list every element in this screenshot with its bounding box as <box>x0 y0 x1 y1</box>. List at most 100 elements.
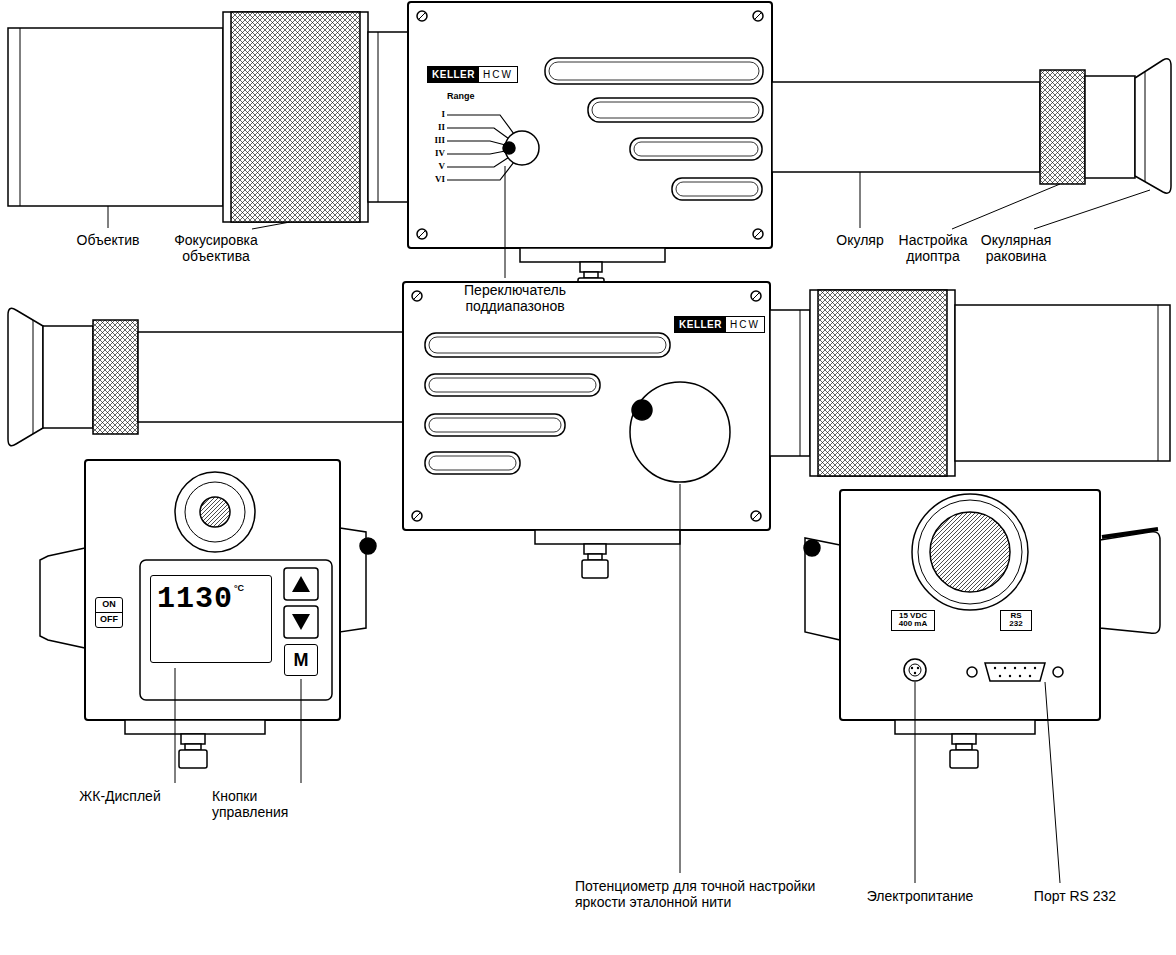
serial-connector <box>1019 675 1021 677</box>
part-label: Объектив <box>77 232 140 248</box>
tripod-mount <box>584 544 606 554</box>
leader-line <box>860 172 861 228</box>
vent-slot <box>425 452 520 474</box>
model-name: HCW <box>726 317 764 332</box>
unit-symbol: °C <box>234 584 244 593</box>
leader-line <box>952 184 1060 229</box>
serial-connector <box>1024 667 1026 669</box>
arrow-button <box>292 576 310 592</box>
range-numeral: III <box>434 136 445 145</box>
objective-end <box>930 512 1010 592</box>
arrow-button <box>292 614 310 630</box>
side-protrusion <box>804 540 820 556</box>
vent-slot <box>588 98 763 122</box>
serial-connector <box>1053 667 1063 677</box>
housing <box>403 282 770 530</box>
vent-slot <box>592 102 759 118</box>
side-protrusion <box>1102 529 1158 537</box>
eyepiece <box>1085 76 1135 178</box>
range-scale-line <box>447 141 505 145</box>
tripod-mount <box>952 734 976 744</box>
port-plate: RS 232 <box>1000 610 1032 631</box>
serial-connector <box>1034 667 1036 669</box>
screw <box>751 511 761 521</box>
housing-end <box>840 490 1100 720</box>
tripod-mount <box>588 554 602 560</box>
housing <box>408 2 772 248</box>
objective-end <box>912 494 1028 610</box>
range-switch <box>503 131 539 165</box>
tripod-mount <box>535 530 680 544</box>
tripod-mount <box>520 248 665 262</box>
focus-ring <box>810 290 955 476</box>
vent-slot <box>429 337 666 353</box>
eyepiece-tube <box>138 332 403 422</box>
plate-text: 15 VDC 400 mA <box>894 612 932 629</box>
side-protrusion <box>805 538 840 640</box>
diopter-ring <box>93 320 138 434</box>
leader-line <box>680 484 681 873</box>
range-scale-line <box>447 128 508 138</box>
tripod-mount <box>125 720 265 734</box>
objective-lens <box>955 305 1170 461</box>
vent-slot <box>425 374 600 396</box>
screw <box>753 11 763 21</box>
eyepiece <box>43 326 93 428</box>
objective-lens <box>1158 305 1159 461</box>
arrow-button <box>284 606 318 638</box>
model-name: HCW <box>479 67 517 82</box>
housing <box>408 2 772 248</box>
side-protrusion <box>40 548 85 648</box>
leader-line <box>108 166 1150 883</box>
lens-collar <box>368 32 408 202</box>
part-label: Окулярная раковина <box>974 232 1058 264</box>
leader-line <box>252 222 290 229</box>
range-numeral: IV <box>435 149 445 158</box>
range-numeral: I <box>441 110 445 119</box>
diopter-ring <box>93 320 138 434</box>
leader-line <box>505 166 506 278</box>
objective-end <box>912 494 1028 610</box>
lens-collar <box>368 32 408 202</box>
part-label: Кнопки управления <box>212 788 312 820</box>
leader-line <box>915 682 916 883</box>
screw <box>412 291 761 521</box>
part-label: Порт RS 232 <box>1034 888 1116 904</box>
vent-slot <box>425 333 670 357</box>
serial-connector <box>967 663 1063 681</box>
focus-ring <box>223 12 368 222</box>
switch-title: Range <box>447 92 475 101</box>
eyepiece-end <box>185 482 245 542</box>
eyecup <box>1145 72 1146 182</box>
objective-lens <box>955 305 1170 461</box>
housing-end <box>85 460 340 720</box>
eyepiece-tube <box>138 332 403 422</box>
lens-collar <box>378 32 379 202</box>
mode-button: M <box>284 644 318 676</box>
vent-slot <box>429 418 561 432</box>
serial-connector <box>1004 667 1006 669</box>
power-button: ONOFF <box>95 597 123 628</box>
eyecup <box>8 308 43 445</box>
lcd-display: 1130°C <box>150 575 272 663</box>
screw <box>752 512 760 520</box>
vent-slot <box>630 138 762 160</box>
housing-end <box>85 460 340 720</box>
power-socket <box>911 667 913 669</box>
screw <box>751 291 761 301</box>
part-label: Фокусировка объектива <box>161 232 271 264</box>
tripod-mount <box>125 720 265 768</box>
eyepiece-tube <box>772 82 1040 172</box>
vent-slot <box>634 142 758 156</box>
screw <box>754 12 762 20</box>
serial-connector <box>1029 675 1031 677</box>
part-label: Потенциометр для точной настройки яркост… <box>575 878 825 910</box>
housing <box>403 282 770 530</box>
brand-logo: KELLERHCW <box>674 316 765 333</box>
potentiometer-knob <box>630 382 730 482</box>
temperature-reading: 1130 <box>157 584 233 614</box>
